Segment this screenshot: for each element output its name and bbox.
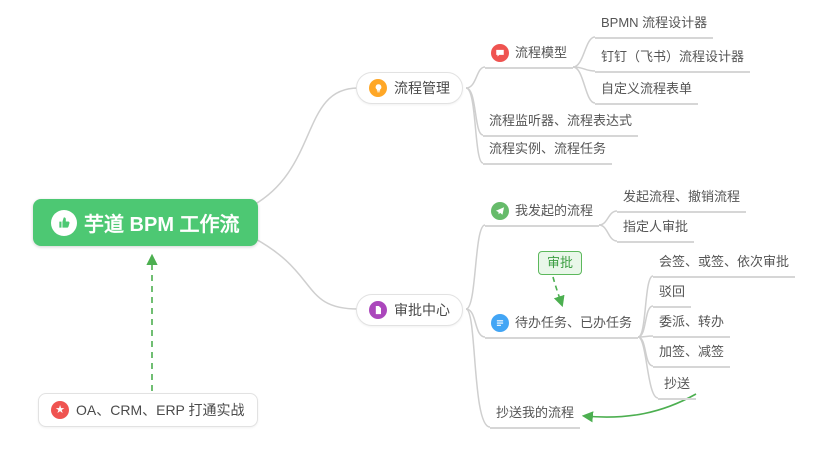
node-delegate-transfer[interactable]: 委派、转办 [653,311,731,338]
node-label: 发起流程、撤销流程 [623,189,741,204]
paper-plane-icon [491,202,509,220]
approval-badge[interactable]: 审批 [538,251,583,275]
node-label: OA、CRM、ERP 打通实战 [76,402,245,418]
edge-ac-to-todo [465,308,486,338]
node-countersign[interactable]: 会签、或签、依次审批 [653,251,796,278]
node-listener-expression[interactable]: 流程监听器、流程表达式 [483,110,639,137]
document-icon [369,301,387,319]
edge-root-to-process-management [249,87,359,208]
node-label: 流程实例、流程任务 [489,141,607,156]
node-add-remove-sign[interactable]: 加签、减签 [653,341,731,368]
edge-todo-to-reject [637,305,654,338]
node-label: 钉钉（飞书）流程设计器 [601,49,745,64]
node-custom-form[interactable]: 自定义流程表单 [595,78,699,105]
node-cc[interactable]: 抄送 [658,373,697,400]
node-process-model[interactable]: 流程模型 [485,42,574,69]
node-label: 自定义流程表单 [601,81,693,96]
node-reject[interactable]: 驳回 [653,281,692,308]
task-list-icon [491,314,509,332]
node-label: 抄送我的流程 [496,405,575,420]
badge-label: 审批 [547,255,574,270]
edge-my-to-initiate [598,210,618,226]
node-label: 驳回 [659,284,686,299]
node-label: 委派、转办 [659,314,725,329]
edge-root-to-approval-center [249,235,359,310]
thumbs-up-icon [51,209,77,236]
edge-my-to-assignee [598,224,618,242]
node-label: 抄送 [664,376,691,391]
star-icon: ★ [51,401,69,419]
node-label: BPMN 流程设计器 [601,15,708,30]
edge-todo-to-addsign [637,336,654,367]
edge-model-to-bpmn [572,36,596,68]
node-cc-my-process[interactable]: 抄送我的流程 [490,402,581,429]
node-assignee-approval[interactable]: 指定人审批 [617,216,695,243]
node-label: 流程模型 [515,45,568,60]
edge-pm-to-model [465,66,486,89]
root-label: 芋道 BPM 工作流 [84,214,240,236]
node-oa-crm-erp[interactable]: ★ OA、CRM、ERP 打通实战 [38,393,258,427]
node-label: 流程监听器、流程表达式 [489,113,633,128]
dashed-arrow-badge-to-todo [552,276,565,308]
edge-todo-to-cc [637,336,659,399]
node-label: 我发起的流程 [515,203,594,218]
edge-pm-to-instance [465,87,484,164]
node-dingtalk-designer[interactable]: 钉钉（飞书）流程设计器 [595,46,751,73]
node-label: 流程管理 [394,80,450,96]
node-label: 指定人审批 [623,219,689,234]
node-root[interactable]: 芋道 BPM 工作流 [33,199,258,246]
node-process-management[interactable]: 流程管理 [356,72,463,104]
node-instance-task[interactable]: 流程实例、流程任务 [483,138,613,165]
node-initiate-cancel[interactable]: 发起流程、撤销流程 [617,186,747,213]
node-todo-done[interactable]: 待办任务、已办任务 [485,312,639,339]
node-label: 加签、减签 [659,344,725,359]
edge-ac-to-ccmy [465,308,491,428]
node-label: 待办任务、已办任务 [515,315,633,330]
comment-icon [491,44,509,62]
lightbulb-icon [369,79,387,97]
node-label: 会签、或签、依次审批 [659,254,790,269]
node-approval-center[interactable]: 审批中心 [356,294,463,326]
edge-todo-to-countersign [637,275,654,338]
edge-ac-to-myinitiated [465,224,486,310]
node-my-initiated[interactable]: 我发起的流程 [485,200,600,227]
node-bpmn-designer[interactable]: BPMN 流程设计器 [595,12,714,39]
node-label: 审批中心 [394,302,450,318]
edge-model-to-customform [572,66,596,104]
